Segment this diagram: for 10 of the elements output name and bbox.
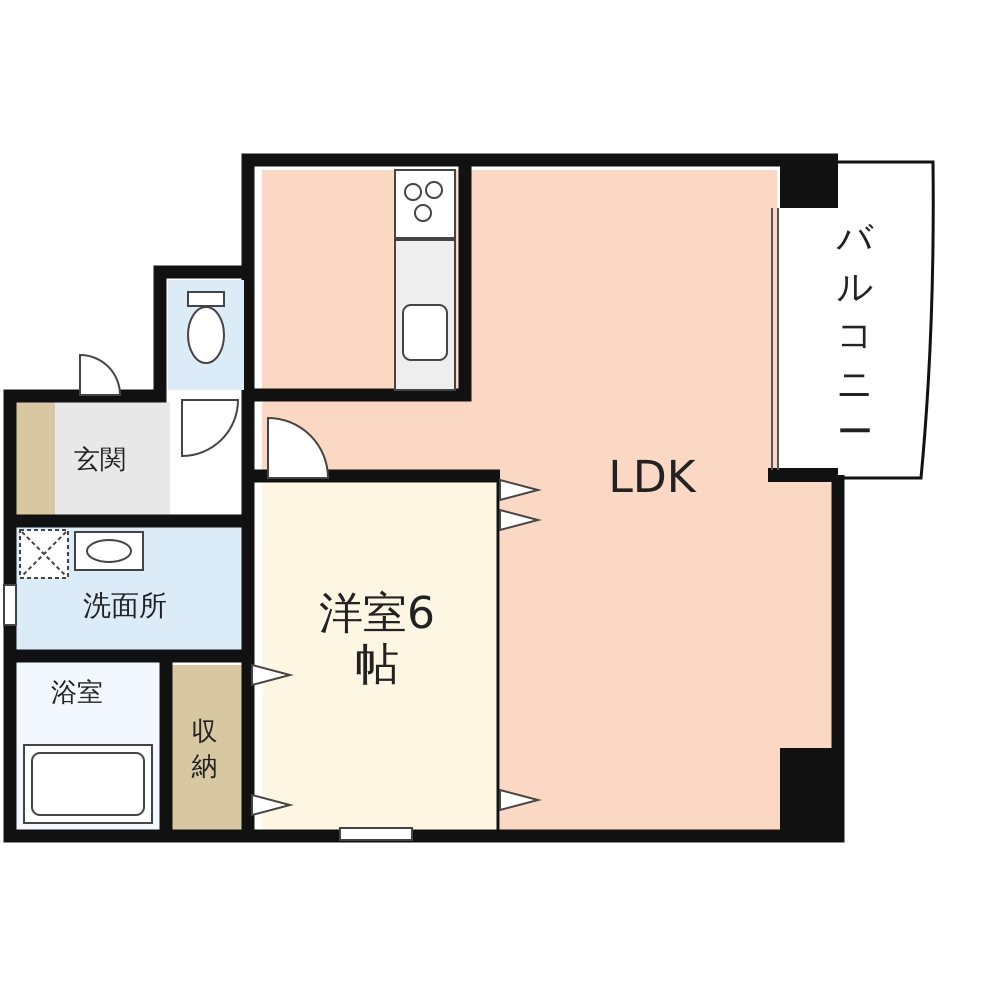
- room-label: バルコニー: [835, 217, 874, 456]
- room-label: 浴室: [50, 679, 104, 709]
- room-label: 洗面所: [82, 590, 168, 622]
- room-area: [15, 402, 170, 515]
- room-label: 玄関: [73, 446, 127, 476]
- balcony-area: [775, 160, 937, 482]
- room-label: 収納: [190, 716, 218, 784]
- room-label: 洋室6帖: [318, 589, 436, 690]
- room-area: [262, 481, 498, 830]
- room-label: LDK: [607, 453, 698, 504]
